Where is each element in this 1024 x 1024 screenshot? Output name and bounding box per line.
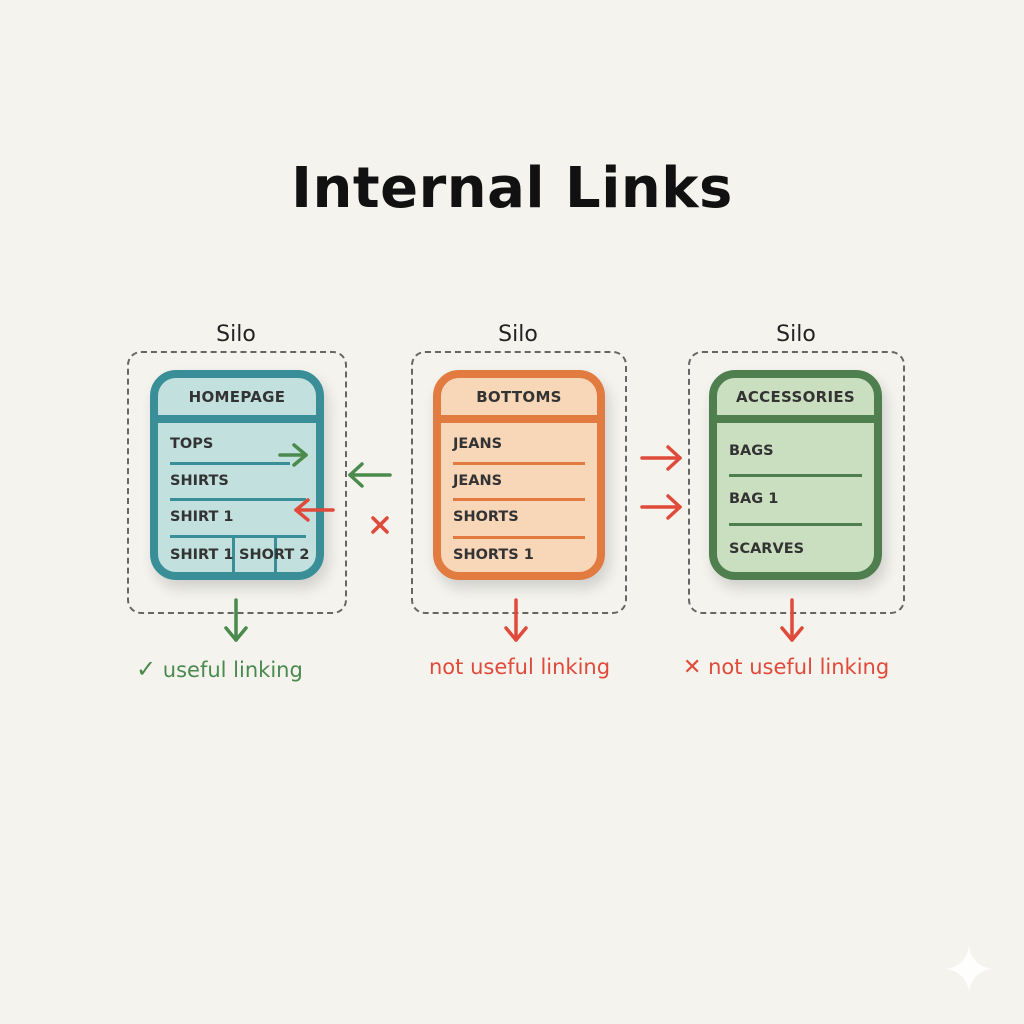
bottoms-card: BOTTOMS JEANS JEANS SHORTS SHORTS 1 — [433, 370, 605, 580]
row-divider — [170, 498, 306, 501]
card-row: SHIRT 1 — [170, 509, 234, 525]
result-3: ✕ not useful linking — [683, 655, 889, 680]
card-row: SHORTS 1 — [453, 547, 534, 563]
card-title: HOMEPAGE — [158, 378, 316, 423]
result-1: ✓ useful linking — [136, 655, 303, 683]
homepage-card: HOMEPAGE TOPS SHIRTS SHIRT 1 SHIRT 1 SHO… — [150, 370, 324, 580]
silo-label-1: Silo — [216, 322, 256, 347]
silo-label-3: Silo — [776, 322, 816, 347]
card-cell: SHORT 2 — [239, 547, 310, 563]
row-divider — [729, 523, 862, 526]
card-row: BAG 1 — [729, 491, 779, 507]
card-title: BOTTOMS — [441, 378, 597, 423]
card-row: BAGS — [729, 443, 774, 459]
row-divider — [170, 535, 306, 538]
result-text: useful linking — [162, 658, 303, 682]
card-title: ACCESSORIES — [717, 378, 874, 423]
card-cell: SHIRT 1 — [170, 547, 234, 563]
accessories-card: ACCESSORIES BAGS BAG 1 SCARVES — [709, 370, 882, 580]
arrow-left-green-icon — [348, 462, 392, 488]
cross-icon: ✕ — [683, 655, 702, 680]
silo-label-2: Silo — [498, 322, 538, 347]
arrow-right-red-icon — [640, 445, 682, 471]
row-divider — [453, 462, 585, 465]
column-divider — [274, 535, 277, 572]
sparkle-icon — [946, 946, 992, 992]
card-row: SHORTS — [453, 509, 519, 525]
row-divider — [453, 536, 585, 539]
column-divider — [232, 535, 235, 572]
row-divider — [729, 474, 862, 477]
card-row: JEANS — [453, 436, 503, 452]
silo-box-3 — [688, 351, 905, 614]
card-row: SCARVES — [729, 541, 805, 557]
card-row: SHIRTS — [170, 473, 229, 489]
check-icon: ✓ — [136, 655, 157, 683]
arrow-right-red-icon — [640, 494, 682, 520]
row-divider — [170, 462, 290, 465]
silo-box-2 — [411, 351, 627, 614]
card-row: JEANS — [453, 473, 503, 489]
result-2: not useful linking — [429, 655, 610, 679]
row-divider — [453, 498, 585, 501]
card-row: TOPS — [170, 436, 214, 452]
result-text: not useful linking — [429, 655, 611, 679]
cross-red-icon — [371, 516, 389, 534]
result-text: not useful linking — [708, 655, 890, 679]
page-title: Internal Links — [291, 156, 733, 221]
